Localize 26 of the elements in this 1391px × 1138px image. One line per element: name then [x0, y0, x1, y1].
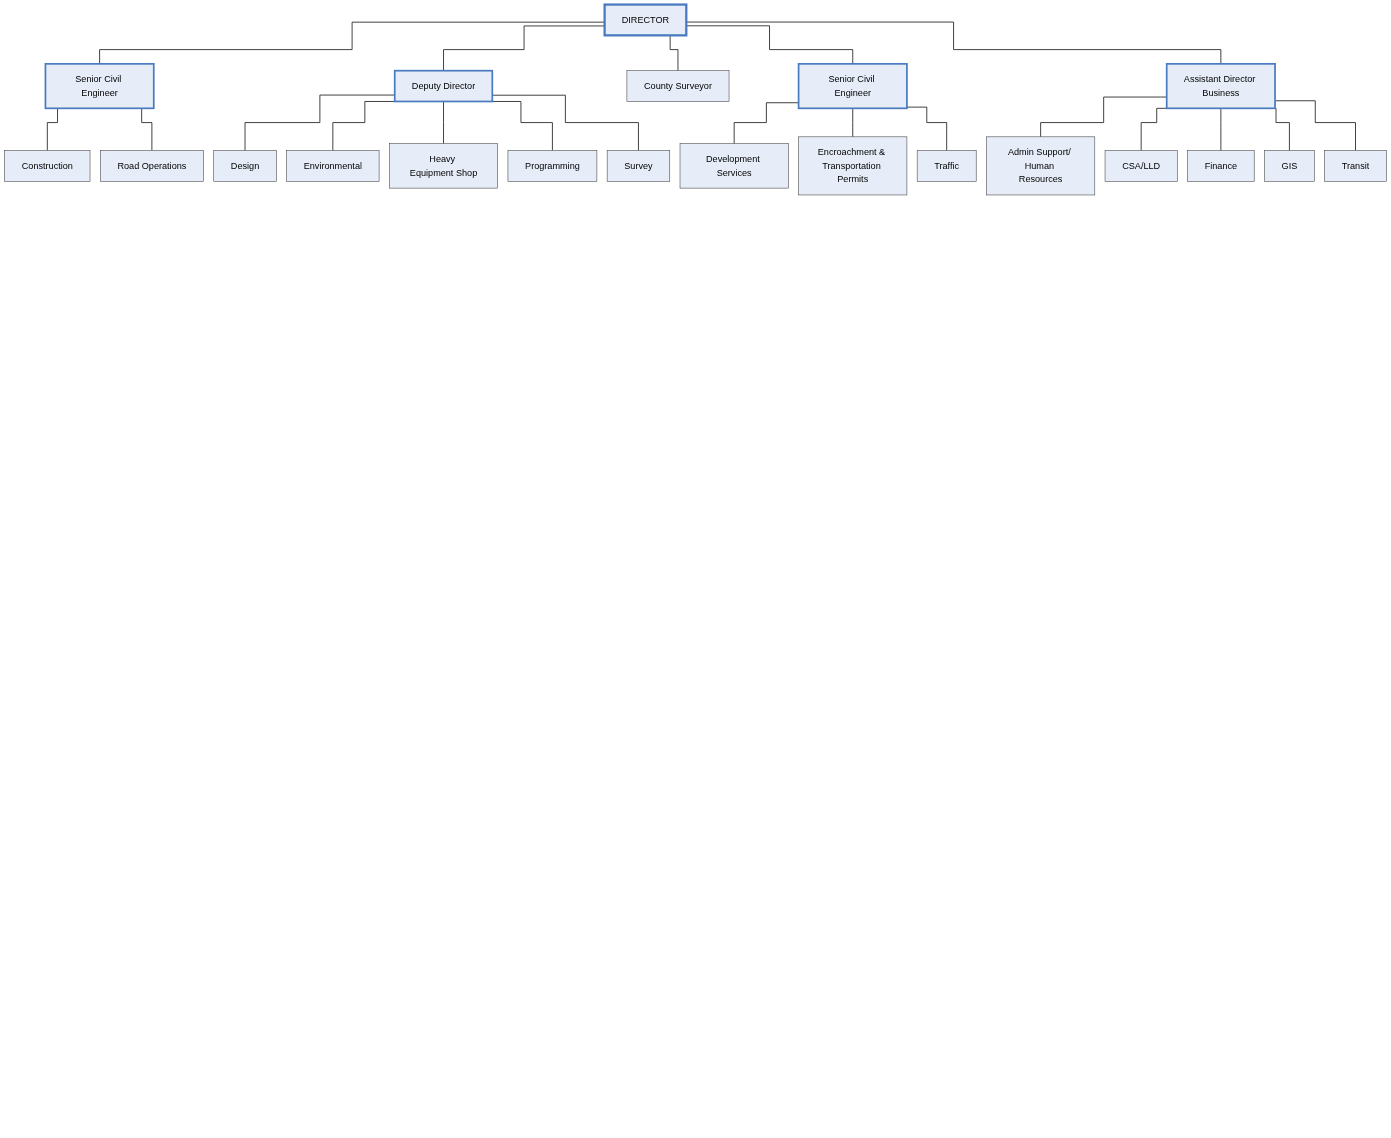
node-box: DIRECTOR: [603, 3, 688, 37]
node-box: Admin Support/ Human Resources: [986, 136, 1096, 196]
connector: [733, 102, 799, 145]
node-box: Assistant Director Business: [1165, 63, 1276, 110]
node-box: Senior Civil Engineer: [44, 63, 155, 110]
node-box: Traffic: [916, 150, 977, 182]
node-box: CSA/LLD: [1104, 150, 1178, 182]
node-box: Environmental: [286, 150, 380, 182]
connector: [244, 94, 396, 151]
connector: [906, 106, 948, 151]
connector: [443, 101, 444, 145]
node-box: Encroachment & Transportation Permits: [798, 136, 908, 196]
node-box: Deputy Director: [393, 69, 494, 103]
node-box: Construction: [4, 150, 91, 182]
node-box: Heavy Equipment Shop: [389, 143, 498, 189]
node-box: Programming: [507, 150, 598, 182]
node-box: Development Services: [679, 143, 789, 189]
node-box: GIS: [1264, 150, 1315, 182]
node-box: Finance: [1187, 150, 1255, 182]
node-box: County Surveyor: [626, 70, 730, 102]
node-box: Senior Civil Engineer: [797, 63, 908, 110]
node-box: Survey: [606, 150, 671, 182]
node-box: Road Operations: [100, 150, 204, 182]
node-box: Transit: [1324, 150, 1387, 182]
connector: [852, 107, 854, 138]
node-box: Design: [213, 150, 277, 182]
